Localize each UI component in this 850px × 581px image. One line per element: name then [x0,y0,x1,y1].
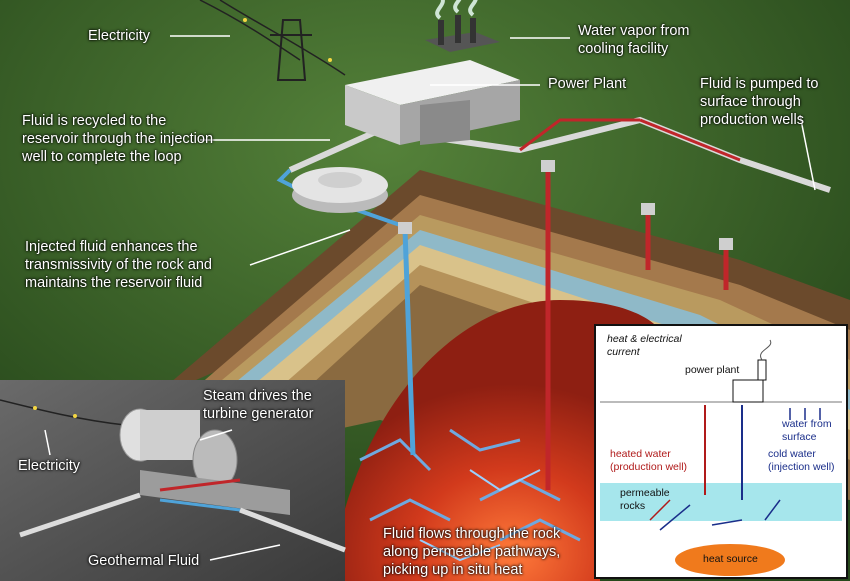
label-injected-fluid: Injected fluid enhances the transmissivi… [25,238,212,292]
schematic-permeable-rocks-line2: rocks [620,500,646,512]
label-power-plant: Power Plant [548,76,627,92]
schematic-permeable-rocks: permeable rocks [620,487,670,513]
power-plant-building [345,15,520,145]
reservoir-tank [292,167,388,213]
schematic-water-from-surface-line2: surface [782,431,817,443]
schematic-heat-current-line1: heat & electrical [607,333,682,345]
label-fluid-flows-line1: Fluid flows through the rock [383,526,561,542]
label-fluid-recycled-line1: Fluid is recycled to the [22,113,167,129]
label-water-vapor: Water vapor from cooling facility [578,22,689,58]
schematic-water-from-surface-line1: water from [782,418,832,430]
label-fluid-pumped-line1: Fluid is pumped to [700,76,819,92]
label-steam-drives: Steam drives the turbine generator [203,387,313,423]
leader-lines [170,35,816,266]
label-electricity-inset: Electricity [18,458,81,474]
label-injected-fluid-line1: Injected fluid enhances the [25,239,198,255]
label-fluid-recycled: Fluid is recycled to the reservoir throu… [22,112,213,166]
pipe-network [276,116,831,490]
schematic-heat-current-line2: current [607,346,640,358]
label-steam-drives-line2: turbine generator [203,406,314,422]
label-water-vapor-line2: cooling facility [578,41,669,57]
label-water-vapor-line1: Water vapor from [578,23,690,39]
turbine-inset [0,380,346,581]
schematic-inset [594,324,848,579]
label-electricity-top: Electricity [88,28,151,44]
label-injected-fluid-line3: maintains the reservoir fluid [25,275,203,291]
label-fluid-recycled-line2: reservoir through the injection [22,131,214,147]
schematic-heated-water: heated water (production well) [610,448,687,474]
schematic-heat-source: heat source [703,553,758,565]
label-fluid-pumped-line2: surface through [700,94,801,110]
label-fluid-flows: Fluid flows through the rock along perme… [383,525,560,579]
label-fluid-pumped: Fluid is pumped to surface through produ… [700,75,818,129]
schematic-cold-water-line1: cold water [768,448,816,460]
power-lines [199,0,346,81]
schematic-cold-water: cold water (injection well) [768,448,835,474]
label-steam-drives-line1: Steam drives the [203,388,312,404]
label-fluid-pumped-line3: production wells [700,112,804,128]
schematic-heat-current: heat & electrical current [607,333,682,359]
vapor-plumes [435,0,478,20]
schematic-cold-water-line2: (injection well) [768,461,835,473]
schematic-heated-water-line1: heated water [610,448,671,460]
label-injected-fluid-line2: transmissivity of the rock and [25,257,212,273]
schematic-heated-water-line2: (production well) [610,461,688,473]
label-geothermal-fluid: Geothermal Fluid [88,553,200,569]
label-fluid-recycled-line3: well to complete the loop [22,149,182,165]
schematic-permeable-rocks-line1: permeable [620,487,670,499]
label-fluid-flows-line3: picking up in situ heat [383,562,523,578]
schematic-power-plant: power plant [685,364,740,376]
schematic-water-from-surface: water from surface [782,418,832,444]
label-fluid-flows-line2: along permeable pathways, [383,544,561,560]
